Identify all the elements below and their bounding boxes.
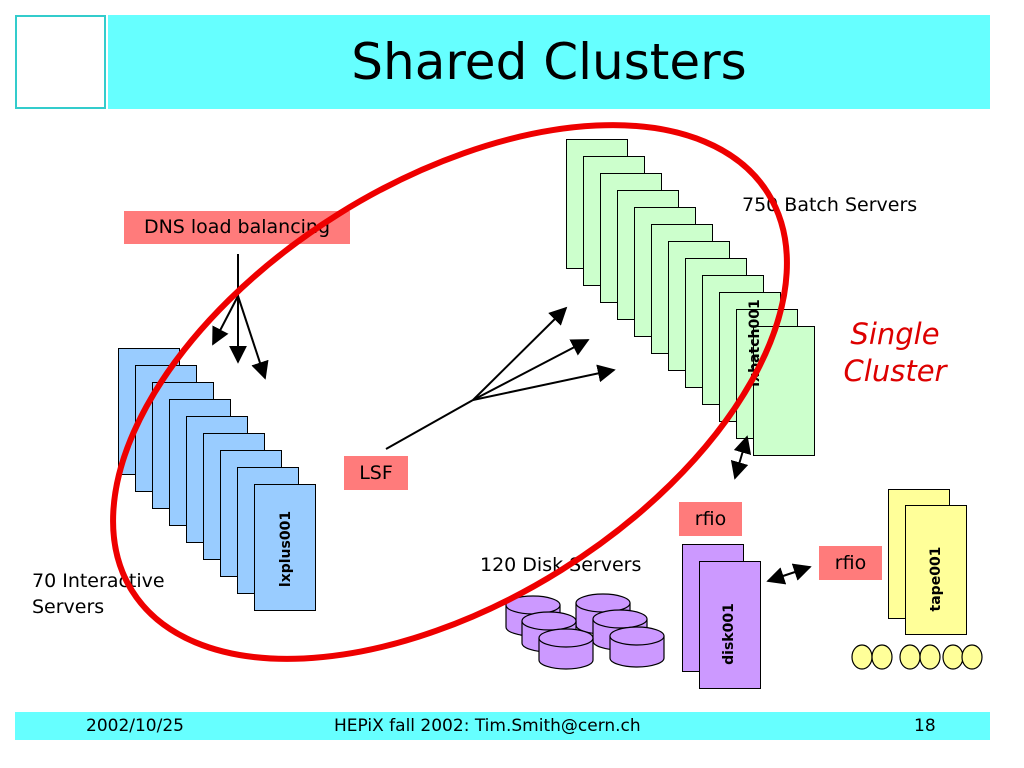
footer-page-number: 18	[914, 716, 936, 736]
footer-center: HEPiX fall 2002: Tim.Smith@cern.ch	[334, 716, 641, 736]
batch-server-card	[753, 326, 815, 456]
disk-server-front	[699, 561, 761, 689]
dns-load-balancing-tag: DNS load balancing	[124, 211, 350, 244]
disk-cylinders	[505, 593, 665, 670]
batch-servers-label: 750 Batch Servers	[742, 194, 918, 216]
interactive-servers-label-line2: Servers	[32, 596, 105, 618]
slide-title: Shared Clusters	[351, 33, 747, 91]
single-cluster-line2: Cluster	[843, 354, 947, 388]
rfio-arrows	[730, 435, 812, 585]
footer-bar	[15, 712, 990, 740]
disk-servers-label: 120 Disk Servers	[480, 554, 642, 576]
footer-date: 2002/10/25	[86, 716, 184, 736]
title-decoration-box	[15, 15, 106, 109]
tape-cartridge	[899, 644, 921, 670]
disk-cylinder-6	[609, 626, 665, 668]
title-bar	[108, 15, 990, 109]
single-cluster-ellipse	[110, 122, 790, 662]
dns-arrows	[212, 254, 269, 380]
single-cluster-label: Single Cluster	[830, 316, 960, 390]
disk-cylinder-5	[538, 628, 594, 670]
lsf-tag: LSF	[344, 456, 408, 490]
tape-cartridge	[942, 644, 964, 670]
interactive-server-card	[254, 484, 316, 611]
rfio-batch-tag: rfio	[679, 502, 742, 536]
tape-cartridge	[871, 644, 893, 670]
rfio-tape-tag: rfio	[819, 546, 882, 580]
tape-server-front	[905, 505, 967, 635]
tape-cartridge	[961, 644, 983, 670]
single-cluster-line1: Single	[850, 317, 940, 351]
tape-cartridge	[851, 644, 873, 670]
tape-cartridge	[919, 644, 941, 670]
tape-cartridges	[851, 644, 983, 670]
lsf-arrows	[385, 306, 616, 450]
